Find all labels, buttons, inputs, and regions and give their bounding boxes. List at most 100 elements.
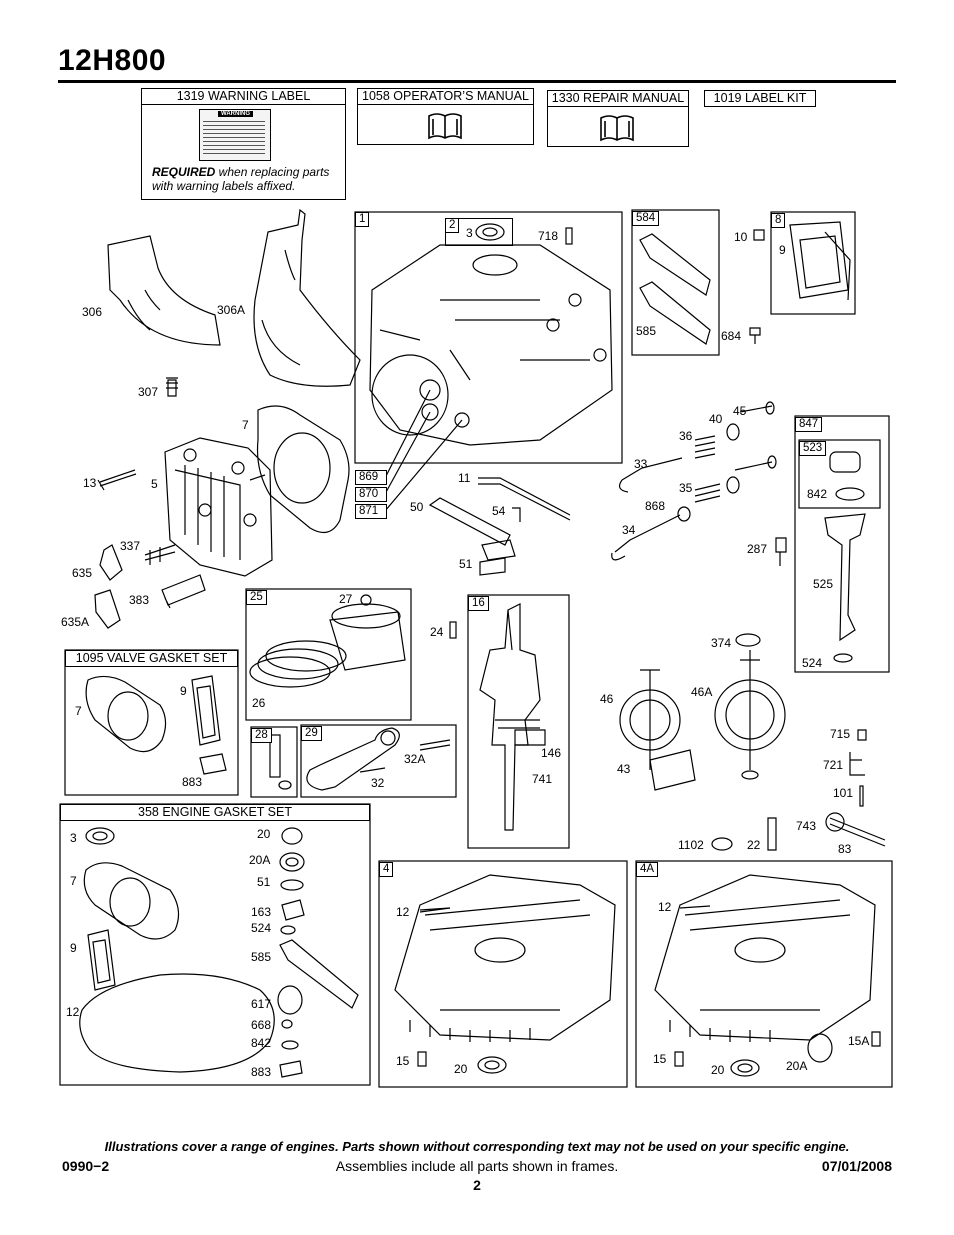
part-27-clip [360,594,372,606]
tag-16: 16 [468,596,489,611]
tag-4: 4 [379,862,394,877]
warning-decal-word: WARNING [218,111,253,117]
label-635: 635 [72,566,93,580]
eg-label-163: 163 [251,905,272,919]
tag-8: 8 [771,213,786,228]
eg-label-20: 20 [257,827,271,841]
eg-label-585: 585 [251,950,272,964]
part-50-shaft [428,497,511,546]
eg-617-oring [277,985,303,1015]
tag-870: 870 [355,487,387,502]
label-337: 337 [120,539,141,553]
part-15-plug [417,1051,427,1067]
label-35: 35 [679,481,693,495]
part-13-bolt [97,469,137,491]
part-337-spark-plug [144,544,176,565]
label-9: 9 [779,243,786,257]
label-741: 741 [532,772,553,786]
s4a-label-15: 15 [653,1052,667,1066]
s4a-label-20: 20 [711,1063,725,1077]
label-32A: 32A [404,752,426,766]
label-27: 27 [339,592,353,606]
tag-871: 871 [355,504,387,519]
label-5: 5 [151,477,158,491]
eg-585-gasket [279,939,359,1009]
eg-label-12: 12 [66,1005,80,1019]
label-525: 525 [813,577,834,591]
label-46: 46 [600,692,614,706]
part-26-ring [249,656,331,688]
part-20-seal [477,1056,507,1074]
label-635A: 635A [61,615,90,629]
s4-label-12: 12 [396,905,410,919]
label-32: 32 [371,776,385,790]
label-585: 585 [636,324,657,338]
valve-gasket-set-title: 1095 VALVE GASKET SET [65,650,238,667]
eg-label-51: 51 [257,875,271,889]
part-83-shaft [829,817,886,847]
part-741-gear [514,729,546,746]
eg-label-7: 7 [70,874,77,888]
eg-label-842: 842 [251,1036,272,1050]
label-306A: 306A [217,303,246,317]
frame-25 [245,588,412,721]
part-8-cover [789,221,849,299]
part-32-screw [359,767,386,773]
required-text: when replacing parts with warning labels… [152,165,330,193]
tag-523: 523 [799,441,827,456]
label-3: 3 [466,226,473,240]
tag-869: 869 [355,470,387,485]
part-16-crankshaft [479,603,541,831]
label-40: 40 [709,412,723,426]
part-15A-plug [871,1031,881,1047]
part-868-seal [677,506,691,522]
part-10-screw [753,229,765,241]
warning-decal: WARNING [199,109,271,161]
label-1102: 1102 [678,838,704,852]
eg-label-20A: 20A [249,853,271,867]
s4-label-15: 15 [396,1054,410,1068]
repair-manual-title: 1330 REPAIR MANUAL [547,90,689,107]
label-46A: 46A [691,685,713,699]
part-715-screw [857,729,867,741]
label-101: 101 [833,786,854,800]
part-7-head-gasket [256,405,350,534]
eg-label-9: 9 [70,941,77,955]
frame-valve-gasket [64,649,239,796]
warning-decal-lines [203,121,265,156]
frame-4 [378,860,628,1088]
part-635A-boot [94,589,121,629]
tag-584: 584 [632,211,660,226]
part-307-bolt [166,377,178,397]
required-word: REQUIRED [152,165,216,179]
tag-29: 29 [301,726,322,741]
label-33: 33 [634,457,648,471]
label-715: 715 [830,727,851,741]
tag-28: 28 [251,728,272,743]
vg-7-gasket [85,675,167,753]
part-842-oring [835,487,865,501]
part-36-spring [694,435,716,459]
part-54-screw [512,507,521,522]
vg-9-gasket [191,675,221,746]
eg-842-oring [281,1040,299,1050]
label-307: 307 [138,385,159,399]
label-51: 51 [459,557,473,571]
part-43-governor [649,749,696,791]
eg-12-gasket [79,973,275,1073]
vg-label-7: 7 [75,704,82,718]
title-rule [58,80,896,83]
repair-manual-book-icon [600,115,634,142]
warning-label-note: REQUIRED when replacing parts with warni… [152,165,342,193]
label-34: 34 [622,523,636,537]
part-32A-screw [419,739,451,751]
part-28-wrist-pin [269,734,281,778]
label-743: 743 [796,819,817,833]
frame-847 [794,415,890,673]
label-306: 306 [82,305,103,319]
label-718: 718 [538,229,559,243]
part-33-valve [618,457,683,493]
part-22-bolt [767,817,777,851]
frame-engine-gasket [59,803,371,1086]
